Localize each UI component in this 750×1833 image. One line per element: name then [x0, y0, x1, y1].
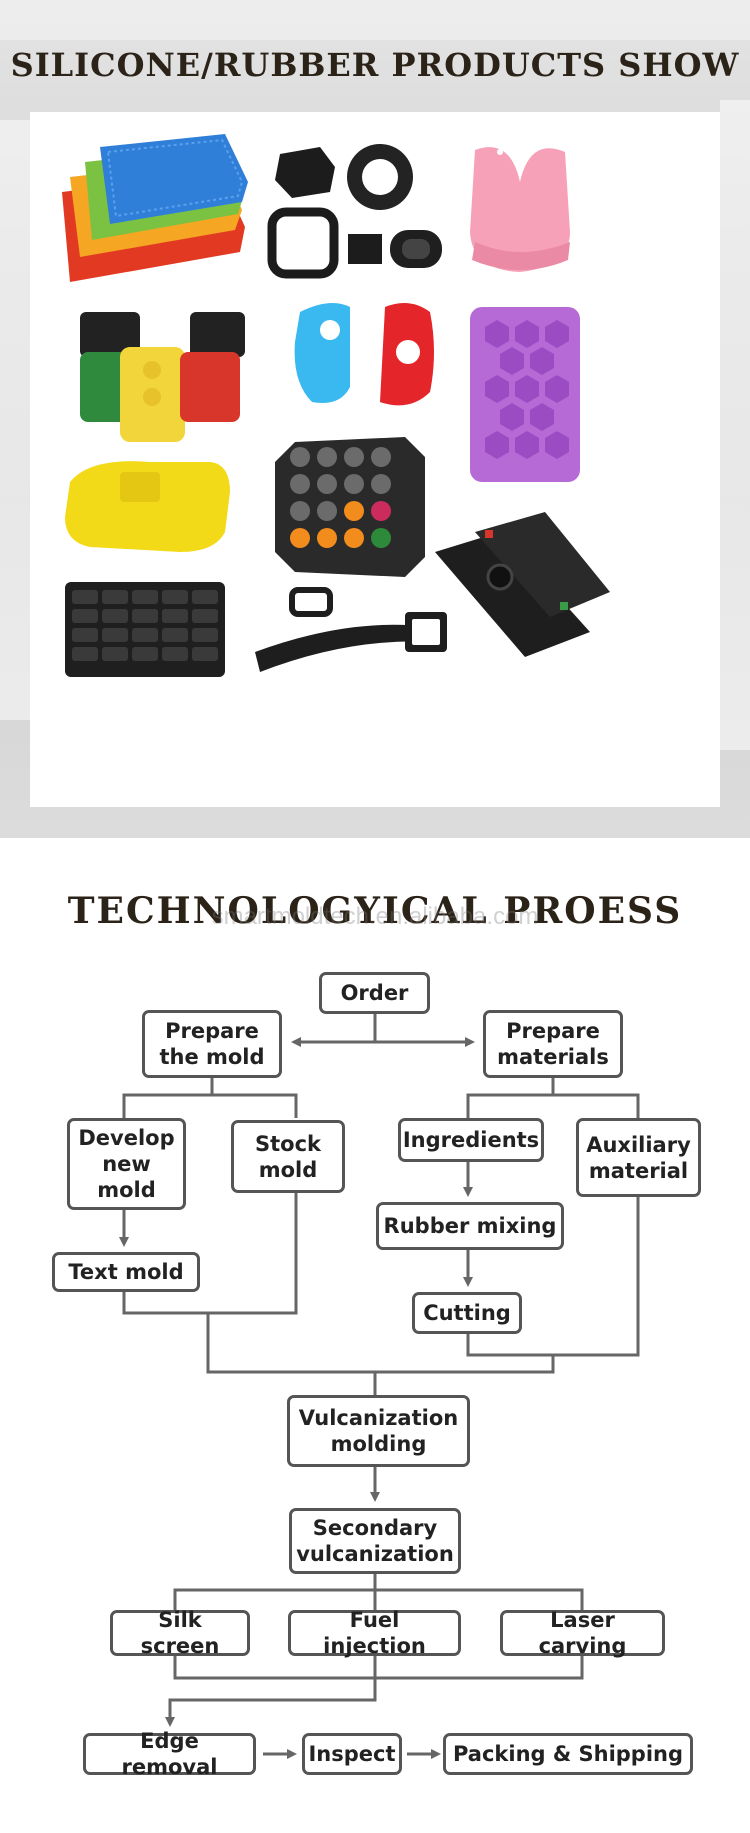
background-window-light: [0, 0, 750, 40]
product-ice-cube-tray: [470, 307, 580, 482]
product-calculator-keypad: [65, 582, 225, 677]
step-prepare-materials: Prepare materials: [483, 1010, 623, 1078]
product-heat-resistant-mats: [62, 134, 248, 282]
step-fuel-injection: Fuel injection: [288, 1608, 461, 1658]
step-cutting: Cutting: [412, 1292, 522, 1334]
step-auxiliary-material: Auxiliary material: [576, 1118, 701, 1197]
step-packing-shipping: Packing & Shipping: [443, 1733, 693, 1775]
product-rubber-strap: [255, 587, 447, 672]
connector-line: [122, 1078, 298, 1118]
step-laser-carving: Laser carving: [500, 1608, 665, 1658]
step-order: Order: [319, 972, 430, 1014]
product-remote-keypads: [435, 512, 610, 657]
step-edge-removal: Edge removal: [83, 1729, 256, 1779]
process-title: TECHNOLOGYICAL PROESS: [67, 890, 683, 932]
watermark-text: smartmoldtech.en.alibaba.com: [211, 903, 539, 930]
connector-line: [206, 1313, 555, 1395]
step-ingredients: Ingredients: [398, 1118, 544, 1162]
products-section: SILICONE/RUBBER PRODUCTS SHOW: [0, 0, 750, 838]
product-controller-covers: [294, 303, 434, 406]
step-rubber-mixing: Rubber mixing: [376, 1202, 564, 1250]
connector-line: [122, 1193, 298, 1315]
step-develop-new-mold: Develop new mold: [67, 1118, 186, 1210]
products-collage: [62, 134, 610, 677]
connector-line: [173, 1574, 584, 1610]
product-baby-bib: [470, 143, 570, 272]
step-vulcanization-molding: Vulcanization molding: [287, 1395, 470, 1467]
connector-line: [173, 1656, 584, 1680]
arrow-to-edge-removal: [165, 1678, 377, 1727]
product-numeric-keypad: [275, 437, 425, 577]
products-photo: [30, 112, 720, 807]
connector-line: [466, 1078, 640, 1118]
products-title: SILICONE/RUBBER PRODUCTS SHOW: [10, 46, 740, 84]
step-text-mold: Text mold: [52, 1252, 200, 1292]
product-yellow-rubber-sleeve: [65, 461, 230, 552]
step-silk-screen: Silk screen: [110, 1608, 250, 1658]
product-black-rubber-parts: [267, 144, 442, 279]
background-window-light: [0, 120, 30, 720]
step-secondary-vulcanization: Secondary vulcanization: [289, 1508, 461, 1574]
step-prepare-mold: Prepare the mold: [142, 1010, 282, 1078]
product-control-keypad: [80, 312, 245, 442]
step-stock-mold: Stock mold: [231, 1120, 345, 1193]
step-inspect: Inspect: [302, 1733, 402, 1775]
background-window-light: [720, 100, 750, 750]
